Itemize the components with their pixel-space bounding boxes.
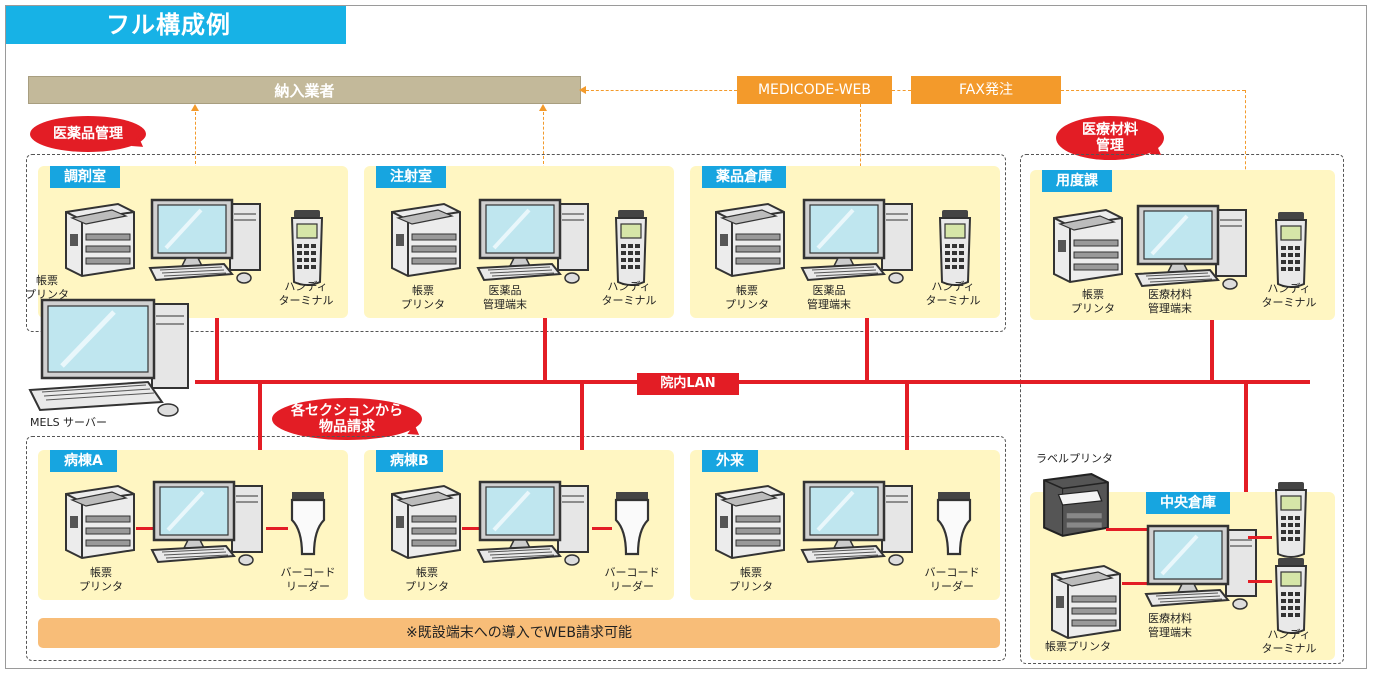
- lan-drop-chozai: [215, 280, 219, 380]
- printer-icon: [1044, 560, 1124, 640]
- computer-icon: [1132, 204, 1252, 294]
- handy-caption: ハンディターミナル: [925, 280, 981, 307]
- material-terminal-caption: 医療材料管理端末: [1148, 288, 1192, 315]
- printer-icon: [58, 480, 138, 560]
- computer-icon: [146, 198, 266, 288]
- bubble-drug-management: 医薬品管理: [30, 116, 146, 152]
- computer-icon: [474, 198, 594, 288]
- lan-drop-byotoB: [580, 384, 584, 490]
- supplier-box: 納入業者: [28, 76, 581, 104]
- printer-caption: 帳票プリンタ: [405, 566, 449, 593]
- printer-caption: 帳票プリンタ: [729, 566, 773, 593]
- lan-label: 院内LAN: [637, 373, 739, 395]
- bubble-section-request: 各セクションから物品請求: [272, 398, 422, 440]
- server-label: MELS サーバー: [30, 416, 107, 429]
- handy-terminal-icon: [610, 208, 650, 288]
- lan-link: [592, 527, 612, 530]
- lan-drop-yakuhin: [865, 280, 869, 380]
- page-title: フル構成例: [6, 6, 346, 44]
- server-laptop-icon: [28, 298, 198, 418]
- barcode-reader-icon: [612, 490, 652, 560]
- chozai-up-line: [195, 112, 196, 208]
- printer-icon: [384, 198, 464, 278]
- yodo-up-line: [1245, 90, 1246, 210]
- room-label-byotoB: 病棟B: [376, 450, 443, 472]
- arrow-chusha: [539, 104, 547, 111]
- chusha-up-line: [543, 112, 544, 208]
- group-material-management: [1020, 154, 1344, 664]
- printer-icon: [708, 480, 788, 560]
- room-label-yakuhin: 薬品倉庫: [702, 166, 786, 188]
- room-label-chuo: 中央倉庫: [1146, 492, 1230, 514]
- fax-to-medicode-line: [892, 90, 911, 91]
- handy-caption: ハンディターミナル: [278, 280, 334, 307]
- room-label-yodo: 用度課: [1042, 170, 1112, 192]
- handy-terminal-icon: [1270, 556, 1310, 636]
- computer-icon: [474, 480, 594, 570]
- group-drug-management: [26, 154, 1006, 332]
- printer-caption: 帳票プリンタ: [1045, 640, 1111, 653]
- arrow-to-supplier: [579, 86, 586, 94]
- fax-order-box: FAX発注: [911, 76, 1061, 104]
- lan-drop-chusha: [543, 280, 547, 380]
- lan-drop-byotoA: [258, 384, 262, 490]
- handy-caption: ハンディターミナル: [1261, 282, 1317, 309]
- laser-printer-icon: [1040, 470, 1112, 542]
- printer-caption: 帳票プリンタ: [25, 274, 69, 301]
- lan-drop-chuo: [1244, 384, 1248, 570]
- printer-icon: [1046, 204, 1126, 284]
- material-terminal-caption: 医療材料管理端末: [1148, 612, 1192, 639]
- barcode-caption: バーコードリーダー: [280, 566, 336, 593]
- lan-drop-yodo: [1210, 290, 1214, 380]
- printer-caption: 帳票プリンタ: [1071, 288, 1115, 315]
- lan-drop-gairai: [905, 384, 909, 490]
- handy-caption: ハンディターミナル: [1261, 628, 1317, 655]
- room-label-chusha: 注射室: [376, 166, 446, 188]
- computer-icon: [1142, 524, 1262, 614]
- printer-icon: [58, 198, 138, 278]
- lan-link: [1122, 582, 1150, 585]
- lan-link: [1106, 528, 1150, 531]
- lan-link: [462, 527, 480, 530]
- handy-terminal-icon: [1270, 480, 1310, 560]
- web-request-note: ※既設端末への導入でWEB請求可能: [38, 618, 1000, 648]
- printer-icon: [708, 198, 788, 278]
- drug-terminal-caption: 医薬品管理端末: [483, 284, 527, 311]
- barcode-caption: バーコードリーダー: [924, 566, 980, 593]
- printer-caption: 帳票プリンタ: [401, 284, 445, 311]
- room-label-chozai: 調剤室: [50, 166, 120, 188]
- computer-icon: [798, 198, 918, 288]
- lan-link: [266, 527, 288, 530]
- barcode-caption: バーコードリーダー: [604, 566, 660, 593]
- group-section-request: [26, 436, 1006, 661]
- handy-terminal-icon: [1270, 210, 1310, 290]
- room-label-byotoA: 病棟A: [50, 450, 117, 472]
- handy-caption: ハンディターミナル: [601, 280, 657, 307]
- medicode-to-supplier-line: [586, 90, 737, 91]
- arrow-chozai: [191, 104, 199, 111]
- lan-backbone: [195, 380, 1310, 384]
- handy-terminal-icon: [286, 208, 326, 288]
- handy-terminal-icon: [934, 208, 974, 288]
- printer-caption: 帳票プリンタ: [79, 566, 123, 593]
- computer-icon: [148, 480, 268, 570]
- medicode-web-box: MEDICODE-WEB: [737, 76, 892, 104]
- yodo-to-fax-line: [1061, 90, 1245, 91]
- diagram-frame: [5, 5, 1367, 669]
- barcode-reader-icon: [288, 490, 328, 560]
- barcode-reader-icon: [934, 490, 974, 560]
- room-label-gairai: 外来: [702, 450, 758, 472]
- computer-icon: [798, 480, 918, 570]
- label-printer-caption: ラベルプリンタ: [1036, 452, 1113, 465]
- drug-terminal-caption: 医薬品管理端末: [807, 284, 851, 311]
- lan-link: [1248, 536, 1272, 539]
- bubble-material-management: 医療材料管理: [1056, 116, 1164, 160]
- lan-link: [136, 527, 154, 530]
- printer-icon: [384, 480, 464, 560]
- lan-link: [1248, 580, 1272, 583]
- yakuhin-up-line: [860, 104, 861, 206]
- printer-caption: 帳票プリンタ: [725, 284, 769, 311]
